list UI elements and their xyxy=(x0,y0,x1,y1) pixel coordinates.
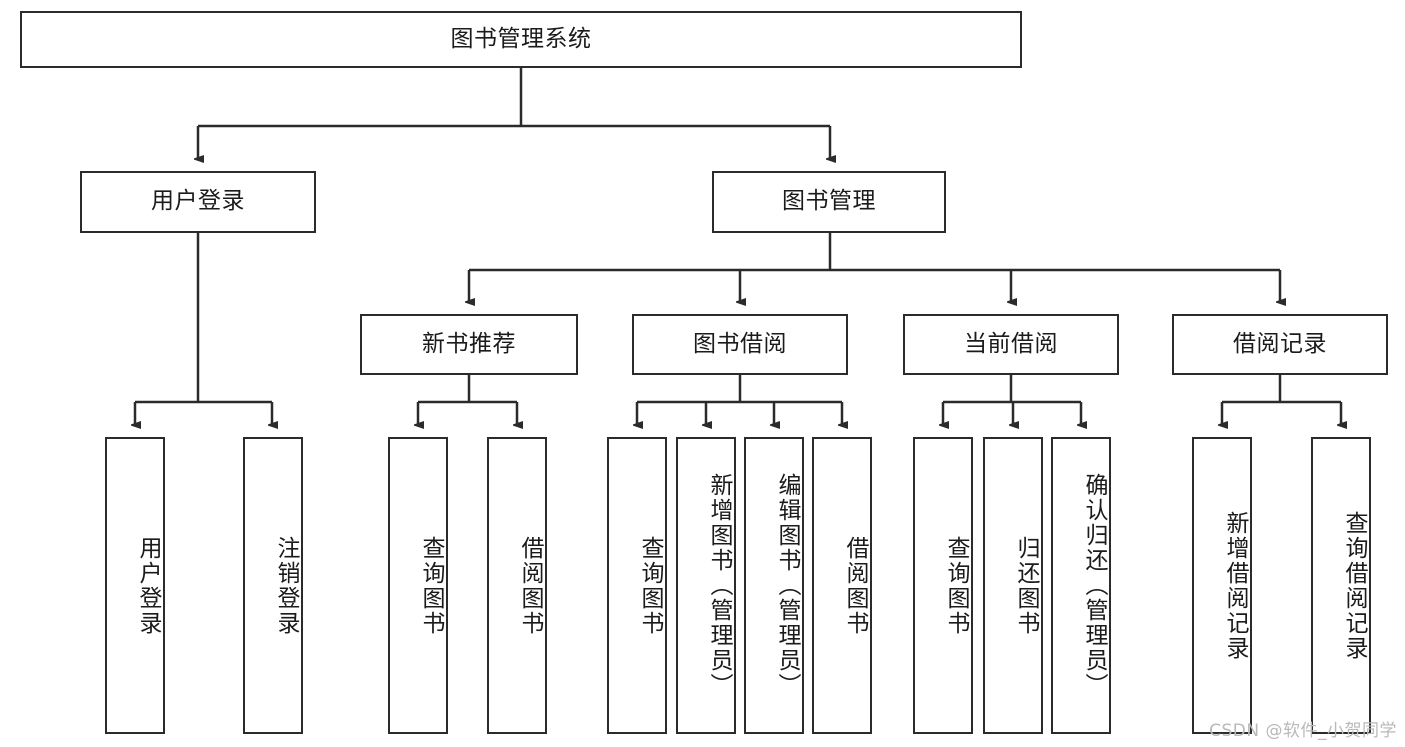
node-borrow-record[interactable]: 借阅记录 xyxy=(1172,314,1388,375)
csdn-watermark: CSDN @软件_小贺同学 xyxy=(1209,721,1397,741)
node-leaf-return-book[interactable]: 归还图书 xyxy=(983,437,1043,734)
node-leaf-query-book-3[interactable]: 查询图书 xyxy=(913,437,973,734)
node-leaf-user-login-label: 用户登录 xyxy=(135,535,161,636)
node-user-login[interactable]: 用户登录 xyxy=(80,171,316,233)
node-current-borrow[interactable]: 当前借阅 xyxy=(903,314,1119,375)
node-leaf-edit-book-label: 编辑图书（管理员） xyxy=(774,473,800,698)
node-current-borrow-label: 当前借阅 xyxy=(964,330,1058,357)
node-new-book-rec-label: 新书推荐 xyxy=(422,330,516,357)
node-leaf-query-record[interactable]: 查询借阅记录 xyxy=(1311,437,1371,734)
node-leaf-query-book-2-label: 查询图书 xyxy=(637,535,663,636)
node-borrow-record-label: 借阅记录 xyxy=(1233,330,1327,357)
node-leaf-user-login[interactable]: 用户登录 xyxy=(105,437,165,734)
node-leaf-user-logout[interactable]: 注销登录 xyxy=(243,437,303,734)
node-leaf-confirm-return-label: 确认归还（管理员） xyxy=(1081,473,1107,698)
node-book-borrow[interactable]: 图书借阅 xyxy=(632,314,848,375)
node-leaf-borrow-book-1-label: 借阅图书 xyxy=(517,535,543,636)
node-leaf-borrow-book-1[interactable]: 借阅图书 xyxy=(487,437,547,734)
node-leaf-user-logout-label: 注销登录 xyxy=(273,535,299,636)
node-leaf-add-book-label: 新增图书（管理员） xyxy=(706,473,732,698)
node-leaf-confirm-return[interactable]: 确认归还（管理员） xyxy=(1051,437,1111,734)
node-leaf-add-book[interactable]: 新增图书（管理员） xyxy=(676,437,736,734)
node-leaf-edit-book[interactable]: 编辑图书（管理员） xyxy=(744,437,804,734)
node-leaf-query-book-3-label: 查询图书 xyxy=(943,535,969,636)
node-leaf-query-book-2[interactable]: 查询图书 xyxy=(607,437,667,734)
node-leaf-query-book-1[interactable]: 查询图书 xyxy=(388,437,448,734)
node-root-label: 图书管理系统 xyxy=(450,25,592,52)
node-leaf-return-book-label: 归还图书 xyxy=(1013,535,1039,636)
node-leaf-add-record[interactable]: 新增借阅记录 xyxy=(1192,437,1252,734)
node-leaf-borrow-book-2[interactable]: 借阅图书 xyxy=(812,437,872,734)
node-leaf-borrow-book-2-label: 借阅图书 xyxy=(842,535,868,636)
node-leaf-add-record-label: 新增借阅记录 xyxy=(1222,510,1248,661)
node-leaf-query-book-1-label: 查询图书 xyxy=(418,535,444,636)
node-root[interactable]: 图书管理系统 xyxy=(20,11,1022,68)
node-book-manage-label: 图书管理 xyxy=(782,188,876,215)
node-book-manage[interactable]: 图书管理 xyxy=(712,171,946,233)
node-leaf-query-record-label: 查询借阅记录 xyxy=(1341,510,1367,661)
node-user-login-label: 用户登录 xyxy=(151,188,245,215)
node-book-borrow-label: 图书借阅 xyxy=(693,330,787,357)
node-new-book-rec[interactable]: 新书推荐 xyxy=(360,314,578,375)
